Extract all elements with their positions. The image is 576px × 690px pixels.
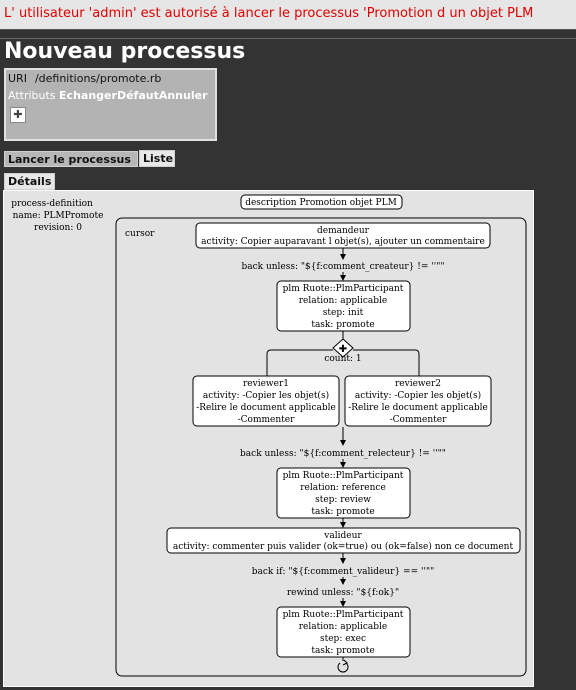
reviewer2-box xyxy=(344,375,492,427)
description-box xyxy=(240,194,403,210)
plm2-line3: step: review xyxy=(315,495,371,505)
details-tab[interactable]: Détails xyxy=(4,173,55,190)
back-if-valideur: back if: "${f:comment_valideur} == ''"" xyxy=(252,567,434,577)
plm2-line4: task: promote xyxy=(311,507,374,517)
plm2-line2: relation: reference xyxy=(300,483,386,493)
attributes-label: Attributs xyxy=(8,89,56,102)
page-title: Nouveau processus xyxy=(4,39,246,64)
reviewer2-line4: -Commenter xyxy=(390,415,447,425)
reviewer1-box xyxy=(192,375,340,427)
plm3-line2: relation: applicable xyxy=(299,622,388,632)
flash-message: L' utilisateur 'admin' est autorisé à la… xyxy=(0,0,576,30)
annuler-link[interactable]: Annuler xyxy=(158,89,208,102)
reviewer2-title: reviewer2 xyxy=(395,379,441,389)
list-button[interactable]: Liste xyxy=(139,150,175,167)
uri-row: URI/definitions/promote.rb xyxy=(8,72,161,85)
demandeur-title: demandeur xyxy=(317,226,370,236)
plus-icon[interactable]: ✚ xyxy=(10,107,26,123)
loop-icon xyxy=(337,659,349,673)
reviewer1-line3: -Relire le document applicable xyxy=(196,403,336,413)
uri-value: /definitions/promote.rb xyxy=(34,72,162,85)
attributes-row: Attributs EchangerDéfautAnnuler xyxy=(8,89,208,102)
process-def-line2: name: PLMPromote xyxy=(13,211,104,221)
valideur-title: valideur xyxy=(323,531,362,541)
rewind-unless: rewind unless: "${f:ok}" xyxy=(287,588,399,598)
back-unless-createur: back unless: "${f:comment_createur} != '… xyxy=(241,262,444,272)
plm1-line2: relation: applicable xyxy=(299,296,388,306)
echanger-link[interactable]: Echanger xyxy=(59,89,117,102)
plm2-line1: plm Ruote::PlmParticipant xyxy=(283,471,404,481)
process-def-line3: revision: 0 xyxy=(34,223,82,233)
concurrence-icon xyxy=(332,338,354,358)
reviewer2-line2: activity: -Copier les objet(s) xyxy=(355,390,481,401)
defaut-link[interactable]: Défaut xyxy=(116,89,159,102)
separator xyxy=(0,38,576,39)
plm3-line3: step: exec xyxy=(320,634,366,644)
concurrence-container xyxy=(266,349,420,379)
process-diagram: process-definition name: PLMPromote revi… xyxy=(11,194,527,677)
count-label: count: 1 xyxy=(324,354,361,364)
svg-text:✚: ✚ xyxy=(339,344,347,355)
launch-process-button[interactable]: Lancer le processus xyxy=(4,151,138,167)
plm1-line4: task: promote xyxy=(311,320,374,330)
reviewer1-title: reviewer1 xyxy=(243,379,289,389)
cursor-label: cursor xyxy=(125,229,155,239)
uri-label: URI xyxy=(8,72,27,85)
back-unless-relecteur: back unless: "${f:comment_relecteur} != … xyxy=(240,449,446,459)
plm3-line1: plm Ruote::PlmParticipant xyxy=(283,610,404,620)
demandeur-activity: activity: Copier auparavant l objet(s), … xyxy=(201,236,485,247)
description-text: description Promotion objet PLM xyxy=(245,198,397,208)
reviewer2-line3: -Relire le document applicable xyxy=(348,403,488,413)
process-def-line1: process-definition xyxy=(11,199,93,209)
flash-text: L' utilisateur 'admin' est autorisé à la… xyxy=(4,6,534,21)
reviewer1-line2: activity: -Copier les objet(s) xyxy=(203,390,329,401)
cursor-container xyxy=(115,217,527,677)
plm3-line4: task: promote xyxy=(311,646,374,656)
info-box: URI/definitions/promote.rb Attributs Ech… xyxy=(4,68,217,141)
reviewer1-line4: -Commenter xyxy=(238,415,295,425)
details-panel: process-definition name: PLMPromote revi… xyxy=(3,190,534,687)
plm1-line3: step: init xyxy=(323,308,364,318)
valideur-activity: activity: commenter puis valider (ok=tru… xyxy=(173,541,514,552)
plm1-line1: plm Ruote::PlmParticipant xyxy=(283,284,404,294)
